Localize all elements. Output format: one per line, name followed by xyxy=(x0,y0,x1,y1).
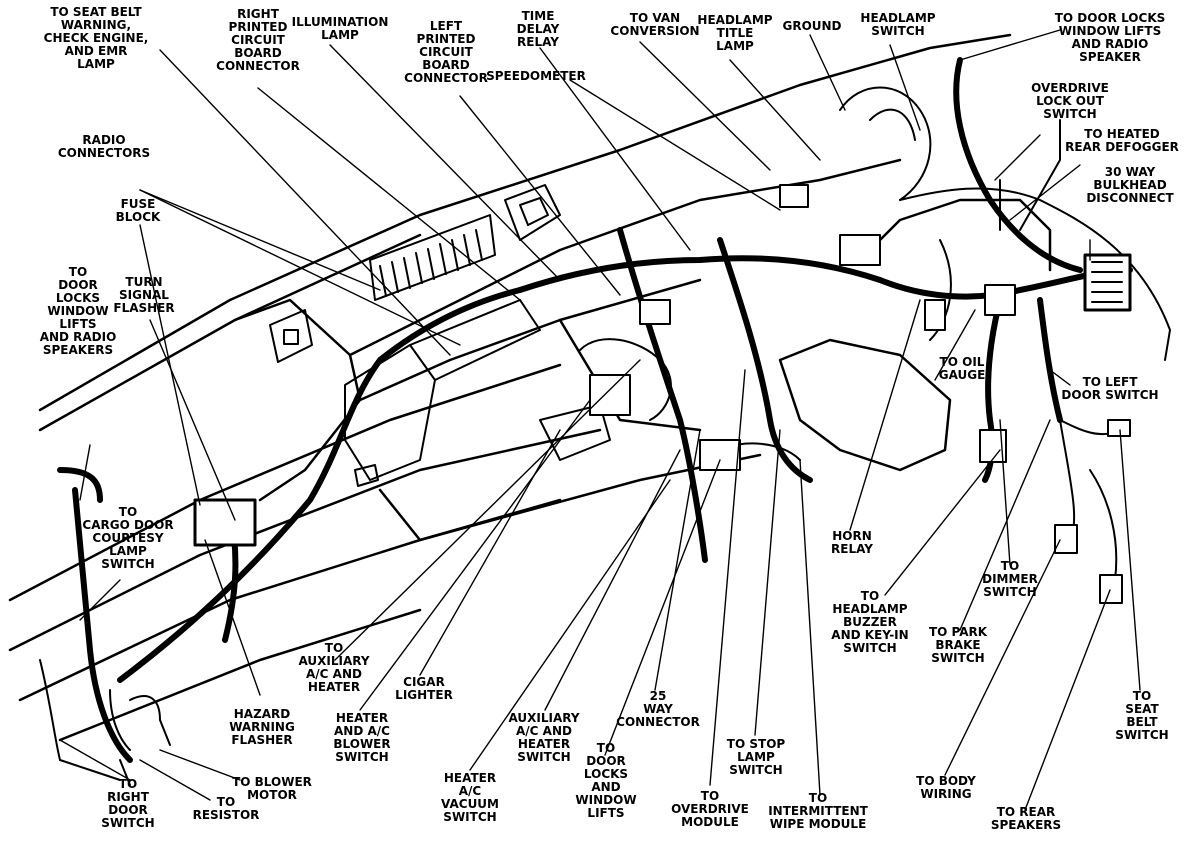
label-left-pcb-connector: LEFT PRINTED CIRCUIT BOARD CONNECTOR xyxy=(404,19,488,85)
label-oil-gauge: TO OIL GAUGE xyxy=(938,355,986,382)
label-van-conversion: TO VAN CONVERSION xyxy=(610,11,700,38)
label-body-wiring: TO BODY WIRING xyxy=(916,774,976,801)
label-heated-rear-defogger: TO HEATED REAR DEFOGGER xyxy=(1065,127,1179,154)
label-illumination-lamp: ILLUMINATION LAMP xyxy=(291,15,389,42)
label-radio-connectors: RADIO CONNECTORS xyxy=(57,133,151,160)
label-headlamp-switch: HEADLAMP SWITCH xyxy=(860,11,936,38)
harness-wires xyxy=(39,86,1171,786)
label-right-pcb-connector: RIGHT PRINTED CIRCUIT BOARD CONNECTOR xyxy=(216,7,300,73)
label-cargo-door-courtesy: TO CARGO DOOR COURTESY LAMP SWITCH xyxy=(82,505,174,571)
label-speedometer: SPEEDOMETER xyxy=(486,69,586,83)
label-dimmer-switch: TO DIMMER SWITCH xyxy=(982,559,1038,599)
harness-bundles xyxy=(57,57,1133,763)
label-auxiliary-ac-heater: TO AUXILIARY A/C AND HEATER xyxy=(298,641,370,694)
label-ground: GROUND xyxy=(782,19,842,33)
label-overdrive-module: TO OVERDRIVE MODULE xyxy=(671,789,749,829)
label-to-resistor: TO RESISTOR xyxy=(192,795,260,822)
label-headlamp-buzzer: TO HEADLAMP BUZZER AND KEY-IN SWITCH xyxy=(831,589,909,655)
label-fuse-block: FUSE BLOCK xyxy=(115,197,161,224)
label-rear-speakers: TO REAR SPEAKERS xyxy=(990,805,1062,832)
label-left-door-switch: TO LEFT DOOR SWITCH xyxy=(1061,375,1159,402)
label-headlamp-title-lamp: HEADLAMP TITLE LAMP xyxy=(697,13,773,53)
label-horn-relay: HORN RELAY xyxy=(831,529,873,556)
label-stop-lamp-switch: TO STOP LAMP SWITCH xyxy=(726,737,786,777)
label-heater-ac-vacuum: HEATER A/C VACUUM SWITCH xyxy=(441,771,499,824)
label-bulkhead-disconnect: 30 WAY BULKHEAD DISCONNECT xyxy=(1086,165,1174,205)
label-park-brake-switch: TO PARK BRAKE SWITCH xyxy=(928,625,988,665)
label-25way-connector: 25 WAY CONNECTOR xyxy=(616,689,700,729)
cluster-housing xyxy=(344,299,611,487)
label-time-delay-relay: TIME DELAY RELAY xyxy=(516,9,560,49)
label-hazard-warning-flasher: HAZARD WARNING FLASHER xyxy=(229,707,295,747)
label-seat-belt-switch: TO SEAT BELT SWITCH xyxy=(1115,689,1169,742)
label-door-locks-top-right: TO DOOR LOCKS WINDOW LIFTS AND RADIO SPE… xyxy=(1054,11,1166,64)
label-right-door-switch: TO RIGHT DOOR SWITCH xyxy=(101,777,155,830)
label-heater-ac-blower: HEATER AND A/C BLOWER SWITCH xyxy=(333,711,391,764)
label-cigar-lighter: CIGAR LIGHTER xyxy=(395,675,453,702)
label-overdrive-lockout: OVERDRIVE LOCK OUT SWITCH xyxy=(1031,81,1109,121)
label-door-locks-window-lifts: TO DOOR LOCKS AND WINDOW LIFTS xyxy=(575,741,637,820)
label-turn-signal-flasher: TURN SIGNAL FLASHER xyxy=(113,275,175,315)
label-intermittent-wipe: TO INTERMITTENT WIPE MODULE xyxy=(768,791,868,831)
label-door-locks-left: TO DOOR LOCKS WINDOW LIFTS AND RADIO SPE… xyxy=(39,265,117,357)
label-aux-ac-heater-switch: AUXILIARY A/C AND HEATER SWITCH xyxy=(508,711,580,764)
label-seat-belt-warning: TO SEAT BELT WARNING, CHECK ENGINE, AND … xyxy=(43,5,149,71)
leader-lines xyxy=(59,29,1141,811)
label-blower-motor: TO BLOWER MOTOR xyxy=(232,775,312,802)
